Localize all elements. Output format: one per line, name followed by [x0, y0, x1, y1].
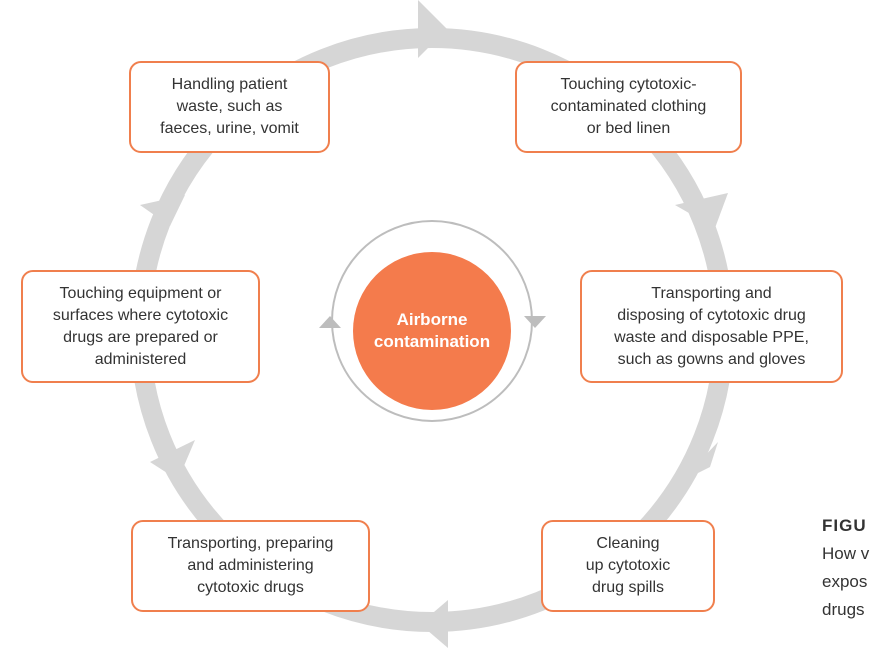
- step-line: Handling patient: [171, 76, 288, 93]
- step-transporting-preparing-administering: Transporting, preparing and administerin…: [131, 520, 370, 612]
- step-cleaning-spills: Cleaning up cytotoxic drug spills: [541, 520, 715, 612]
- step-line: waste, such as: [176, 98, 283, 115]
- step-line: drugs are prepared or: [63, 328, 218, 346]
- caption-line: drugs: [822, 600, 865, 619]
- step-line: contaminated clothing: [550, 98, 707, 115]
- arrow-head-left-lower-icon: [150, 440, 195, 480]
- step-line: Transporting and: [651, 284, 772, 302]
- arrow-head-right-upper-icon: [675, 193, 728, 228]
- arrow-head-top-icon: [418, 0, 447, 58]
- step-line: administered: [94, 350, 187, 368]
- figure-caption: FIGU How v expos drugs: [822, 512, 875, 624]
- step-line: Touching equipment or: [59, 284, 222, 302]
- caption-line: How v: [822, 544, 870, 563]
- step-line: waste and disposable PPE,: [614, 328, 809, 346]
- center-label-line2: contamination: [373, 332, 491, 351]
- step-line: such as gowns and gloves: [617, 350, 806, 368]
- step-line: Touching cytotoxic-: [560, 76, 697, 93]
- center-label-line1: Airborne: [396, 310, 468, 329]
- step-line: and administering: [187, 557, 314, 574]
- step-line: Transporting, preparing: [167, 535, 334, 552]
- step-line: disposing of cytotoxic drug: [617, 306, 806, 324]
- airborne-contamination-circle: Airborne contamination: [353, 252, 511, 410]
- step-handling-patient-waste: Handling patient waste, such as faeces, …: [129, 61, 330, 153]
- inner-arrow-right-icon: [524, 316, 546, 328]
- step-touching-clothing-linen: Touching cytotoxic- contaminated clothin…: [515, 61, 742, 153]
- step-line: surfaces where cytotoxic: [52, 306, 229, 324]
- arrow-head-right-lower-icon: [680, 442, 718, 482]
- step-line: cytotoxic drugs: [197, 579, 304, 596]
- step-touching-equipment-surfaces: Touching equipment or surfaces where cyt…: [21, 270, 260, 383]
- step-line: or bed linen: [586, 120, 671, 137]
- caption-line: expos: [822, 572, 868, 591]
- figure-label: FIGU: [822, 516, 867, 535]
- step-line: faeces, urine, vomit: [160, 120, 299, 137]
- step-line: up cytotoxic: [585, 557, 671, 574]
- step-line: Cleaning: [596, 535, 660, 552]
- arrow-head-bottom-icon: [420, 600, 448, 648]
- step-line: drug spills: [591, 579, 664, 596]
- arrow-head-left-upper-icon: [140, 195, 185, 226]
- inner-arrow-left-icon: [319, 316, 341, 328]
- step-transporting-disposing-waste: Transporting and disposing of cytotoxic …: [580, 270, 843, 383]
